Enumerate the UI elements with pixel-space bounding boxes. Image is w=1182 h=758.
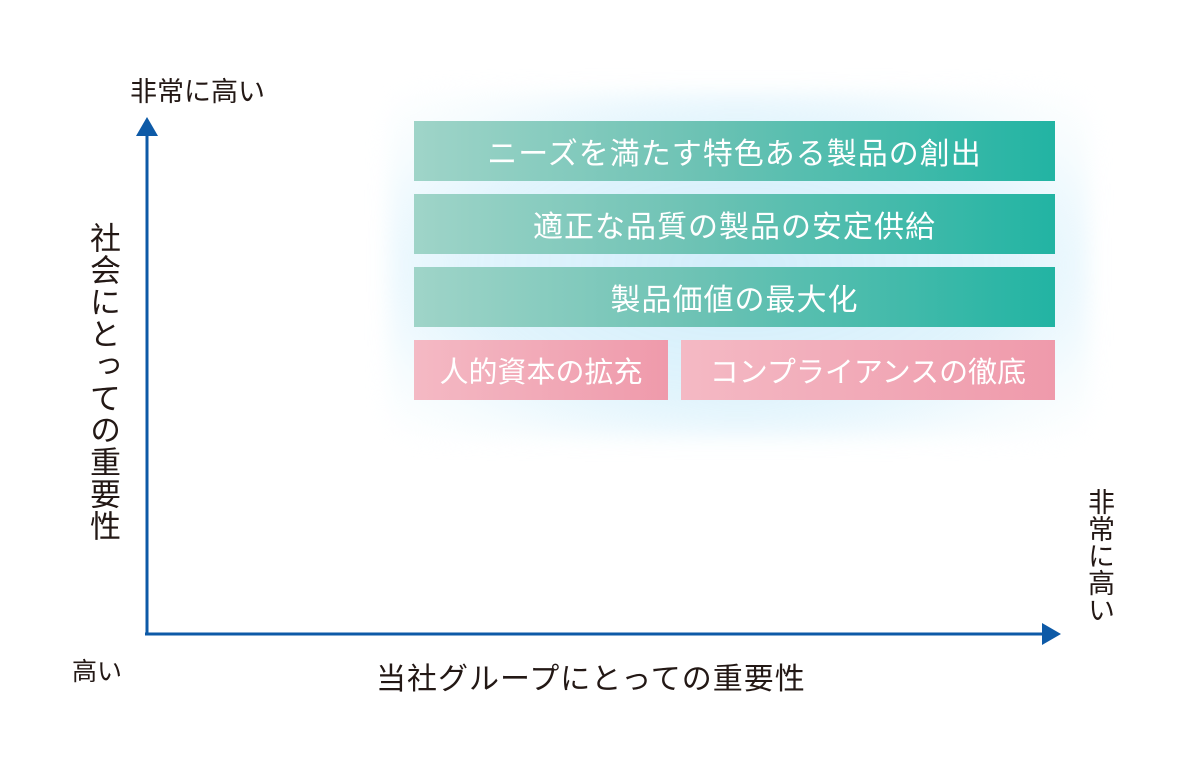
materiality-item-label: 適正な品質の製品の安定供給: [533, 210, 936, 245]
x-axis-title: 当社グループにとっての重要性: [376, 662, 806, 697]
materiality-item-human-capital: 人的資本の拡充: [414, 340, 668, 400]
materiality-item-product-creation: ニーズを満たす特色ある製品の創出: [414, 121, 1055, 181]
materiality-item-label: ニーズを満たす特色ある製品の創出: [487, 137, 982, 172]
materiality-item-label: コンプライアンスの徹底: [709, 355, 1027, 389]
x-axis-high-label: 非常に高い: [1083, 488, 1114, 623]
y-axis-high-label: 非常に高い: [130, 77, 265, 108]
materiality-item-stable-supply: 適正な品質の製品の安定供給: [414, 194, 1055, 254]
y-axis-title: 社会にとっての重要性: [84, 222, 120, 542]
x-axis-arrowhead: [1042, 623, 1061, 645]
y-axis-arrowhead: [136, 117, 158, 136]
origin-label: 高い: [72, 657, 123, 686]
materiality-item-label: 製品価値の最大化: [610, 283, 859, 318]
materiality-item-product-value: 製品価値の最大化: [414, 267, 1055, 327]
materiality-item-label: 人的資本の拡充: [439, 355, 643, 389]
materiality-item-compliance: コンプライアンスの徹底: [681, 340, 1055, 400]
